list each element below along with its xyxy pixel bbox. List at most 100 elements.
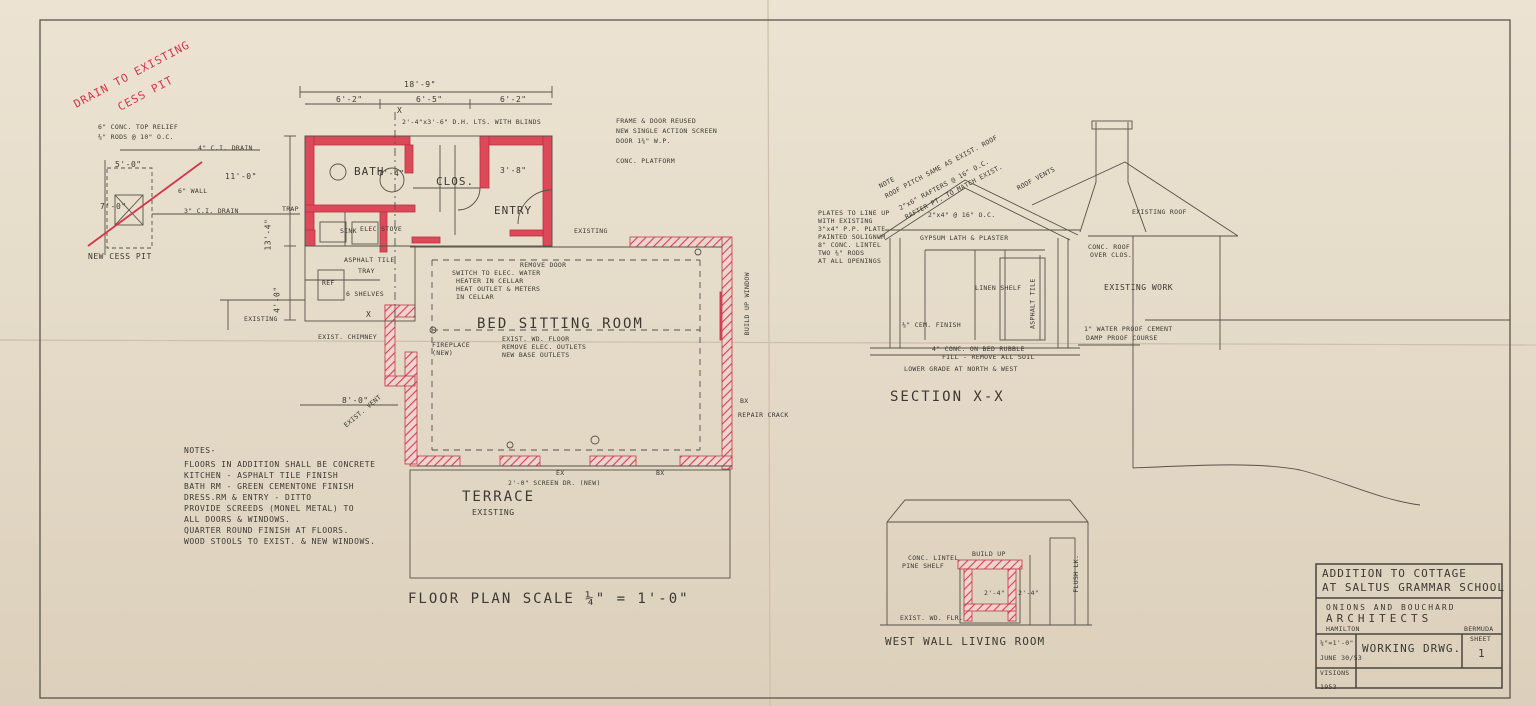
frame-door-note: FRAME & DOOR REUSED — [616, 117, 697, 125]
title-block-frame — [1315, 563, 1503, 689]
city: HAMILTON — [1326, 625, 1360, 633]
damp-course-note: DAMP PROOF COURSE — [1086, 334, 1158, 342]
shelves-note: 6 SHELVES — [346, 290, 384, 298]
section-mark-top: X — [397, 106, 403, 115]
west-wall-title: WEST WALL LIVING ROOM — [885, 635, 1046, 648]
room-terrace: TERRACE — [462, 489, 536, 505]
pine-shelf-note: PINE SHELF — [902, 562, 945, 570]
build-up-note: BUILD UP — [972, 550, 1006, 558]
terrace-existing: EXISTING — [472, 508, 515, 517]
country: BERMUDA — [1464, 625, 1494, 633]
exist-floor-west: EXIST. WD. FLR. — [900, 614, 964, 622]
exist-chimney-note: EXIST. CHIMNEY — [318, 333, 377, 341]
ceiling-note: 2"x4" @ 16" O.C. — [928, 211, 996, 219]
fireplace-note: FIREPLACE — [432, 341, 470, 349]
conc-relief-note: 6" CONC. TOP RELIEF — [98, 123, 179, 131]
trap-note: TRAP — [282, 205, 299, 213]
profession: ARCHITECTS — [1326, 612, 1433, 625]
clos-dim: 3'-8" — [500, 166, 527, 175]
dim-d3: 6'-2" — [500, 95, 527, 104]
plates-note-b: WITH EXISTING — [818, 217, 873, 225]
ex-note: EX — [556, 469, 565, 477]
existing-right: EXISTING — [574, 227, 608, 235]
wall-note: 6" WALL — [178, 187, 208, 195]
bath-dim: 7'-4" — [378, 169, 405, 178]
window-callout: 2'-4"x3'-6" D.H. LTS. WITH BLINDS — [402, 118, 542, 126]
gypsum-note: GYPSUM LATH & PLASTER — [920, 234, 1009, 242]
tray-note: TRAY — [358, 267, 375, 275]
west-wall-drawing — [880, 499, 1092, 626]
section-mark-bottom: X — [366, 310, 372, 319]
in-cellar-note: IN CELLAR — [456, 293, 494, 301]
floor-plan-lines — [104, 86, 732, 579]
note-line-6: ALL DOORS & WINDOWS. — [184, 515, 291, 524]
west-dim-b: 2'-4" — [1018, 589, 1040, 597]
overall-dim: 18'-9" — [404, 80, 436, 89]
new-base-note: NEW BASE OUTLETS — [502, 351, 570, 359]
rods2-note: TWO ⅜" RODS — [818, 249, 865, 257]
conc-lintel-note: CONC. LINTEL — [908, 554, 959, 562]
note-line-7: QUARTER ROUND FINISH AT FLOORS. — [184, 526, 349, 535]
notes-heading: NOTES- — [184, 446, 216, 455]
west-dim-a: 2'-4" — [984, 589, 1006, 597]
door-wp-note: DOOR 1⅜" W.P. — [616, 137, 671, 145]
red-drain-line — [87, 161, 203, 247]
bx-note-2: BX — [656, 469, 665, 477]
room-clos: CLOS. — [436, 175, 475, 188]
screen-dr-note: 2'-0" SCREEN DR. (NEW) — [508, 479, 601, 487]
side-dim: 13'-4" — [263, 218, 273, 251]
remove-door-note: REMOVE DOOR — [520, 261, 567, 269]
sheet-label: SHEET — [1470, 635, 1492, 643]
existing-roof-note: EXISTING ROOF — [1132, 208, 1187, 216]
pit-width-dim: 5'-0" — [115, 160, 142, 169]
conc-platform-note: CONC. PLATFORM — [616, 157, 675, 165]
rods-note: ⅜" RODS @ 10" O.C. — [98, 133, 174, 141]
west-wall-red — [957, 559, 1023, 622]
plates-note-a: PLATES TO LINE UP — [818, 209, 890, 217]
floor-plan-title: FLOOR PLAN SCALE ¼" = 1'-0" — [408, 591, 690, 607]
revisions-cell: VISIONS — [1320, 669, 1350, 677]
section-title: SECTION X-X — [890, 389, 1005, 405]
build-window-note: BUILD UP WINDOW — [742, 272, 751, 336]
pit-depth-dim: 7'-0" — [100, 202, 127, 211]
room-sink: SINK — [340, 227, 357, 235]
conc-roof-note: CONC. ROOF — [1088, 243, 1131, 251]
remove-outlets-note: REMOVE ELEC. OUTLETS — [502, 343, 587, 351]
cem-finish-note: ⅜" CEM. FINISH — [902, 321, 961, 329]
project-line-2: AT SALTUS GRAMMAR SCHOOL — [1322, 581, 1505, 594]
note-line-1: FLOORS IN ADDITION SHALL BE CONCRETE — [184, 460, 376, 469]
note-line-3: BATH RM - GREEN CEMENTONE FINISH — [184, 482, 355, 491]
pit-height-dim: 11'-0" — [225, 172, 257, 181]
existing-left: EXISTING — [244, 315, 278, 323]
asphalt-tile-note: ASPHALT TILE — [344, 256, 395, 264]
lower-dim: 4'-0" — [272, 286, 282, 313]
dim-d2: 6'-5" — [416, 95, 443, 104]
year-cell: 1953 — [1320, 683, 1337, 691]
note-line-2: KITCHEN - ASPHALT TILE FINISH — [184, 471, 339, 480]
linen-note: LINEN SHELF — [975, 284, 1022, 292]
plate-size-note: 3"x4" P.P. PLATE — [818, 225, 886, 233]
heater-note: HEATER IN CELLAR — [456, 277, 524, 285]
cess-pit-title: NEW CESS PIT — [88, 252, 152, 261]
switch-note: SWITCH TO ELEC. WATER — [452, 269, 541, 277]
room-bed-sitting: BED SITTING ROOM — [477, 316, 644, 332]
waterproof-note: 1" WATER PROOF CEMENT — [1084, 325, 1173, 333]
bx-note: BX — [740, 397, 749, 405]
date-cell: JUNE 30/53 — [1320, 654, 1363, 662]
project-line-1: ADDITION TO COTTAGE — [1322, 567, 1467, 580]
heat-outlet-note: HEAT OUTLET & METERS — [456, 285, 541, 293]
note-line-5: PROVIDE SCREEDS (MONEL METAL) TO — [184, 504, 355, 513]
painted-note: PAINTED SOLIGNUM — [818, 233, 886, 241]
scale-cell: ¼"=1'-0" — [1320, 639, 1354, 647]
flush-note: FLUSH LK. — [1072, 554, 1081, 593]
lower-grade-note: LOWER GRADE AT NORTH & WEST — [904, 365, 1018, 373]
screen-door-note: NEW SINGLE ACTION SCREEN — [616, 127, 718, 135]
note-line-8: WOOD STOOLS TO EXIST. & NEW WINDOWS. — [184, 537, 376, 546]
room-stove: ELEC STOVE — [360, 225, 403, 233]
drawing-border — [39, 19, 1511, 699]
ci-drain3-note: 3" C.I. DRAIN — [184, 207, 239, 215]
existing-work-note: EXISTING WORK — [1104, 283, 1174, 292]
conc-bed-note: 4" CONC. ON BED RUBBLE — [932, 345, 1025, 353]
